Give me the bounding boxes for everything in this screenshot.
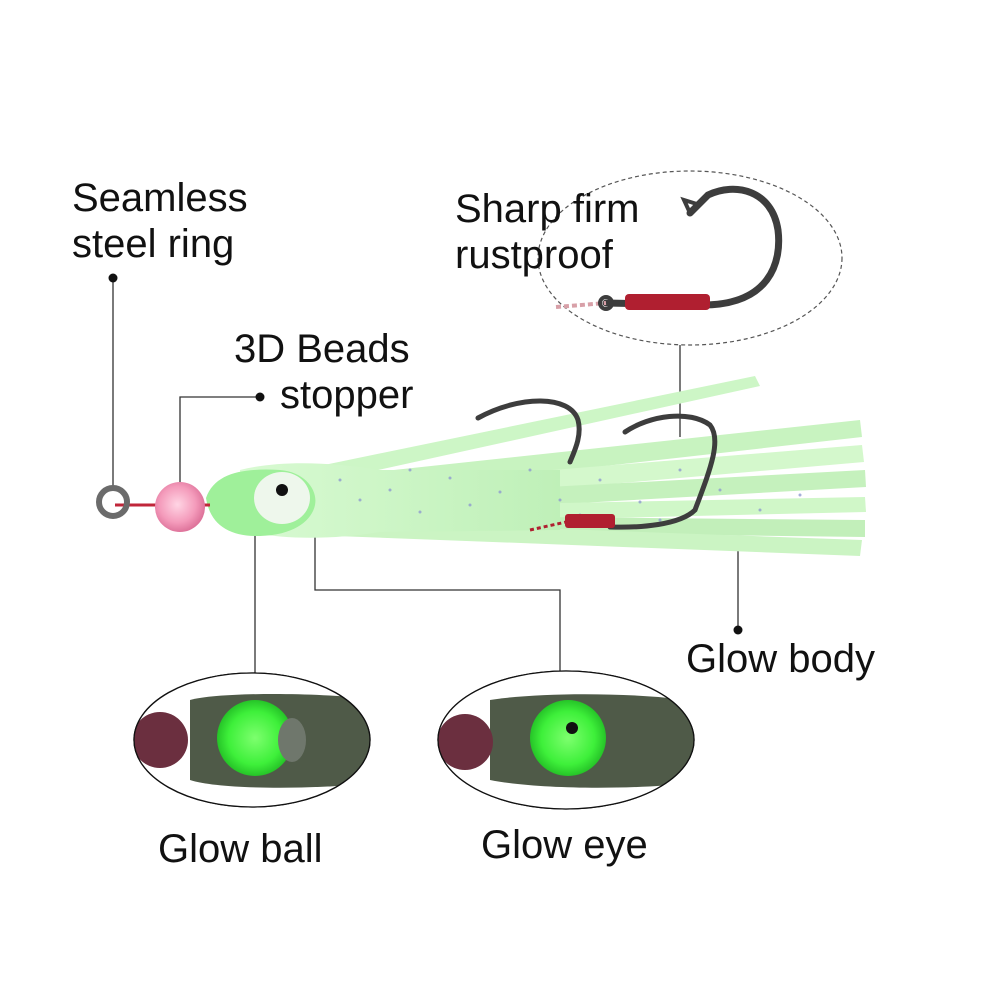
label-ring-line2: steel ring xyxy=(72,222,235,266)
steel-ring xyxy=(96,485,130,519)
label-hook-line2: rustproof xyxy=(455,233,613,277)
label-sharp-firm-rustproof: Sharp firm rustproof xyxy=(455,186,640,278)
label-glow-eye: Glow eye xyxy=(481,823,648,867)
label-glow-body: Glow body xyxy=(686,637,875,681)
label-ring-line1: Seamless xyxy=(72,176,248,220)
label-beads-line1: 3D Beads xyxy=(234,327,410,371)
label-hook-line1: Sharp firm xyxy=(455,187,640,231)
inset-hook xyxy=(555,185,783,311)
label-beads-line2: stopper xyxy=(280,373,414,417)
label-glow-ball: Glow ball xyxy=(158,827,323,871)
glow-eye-inset xyxy=(437,670,695,810)
label-seamless-steel-ring: Seamless steel ring xyxy=(72,175,248,267)
glow-ball-inset xyxy=(133,672,371,808)
callout-lines xyxy=(112,278,739,675)
lure-hooks xyxy=(475,398,718,530)
label-3d-beads-stopper: 3D Beads stopper xyxy=(234,326,413,418)
bead-stopper xyxy=(155,482,205,532)
hook-inset-outline xyxy=(537,170,843,346)
lure-eye xyxy=(276,484,288,496)
callout-dots xyxy=(108,273,743,635)
hook-thread xyxy=(565,514,615,528)
